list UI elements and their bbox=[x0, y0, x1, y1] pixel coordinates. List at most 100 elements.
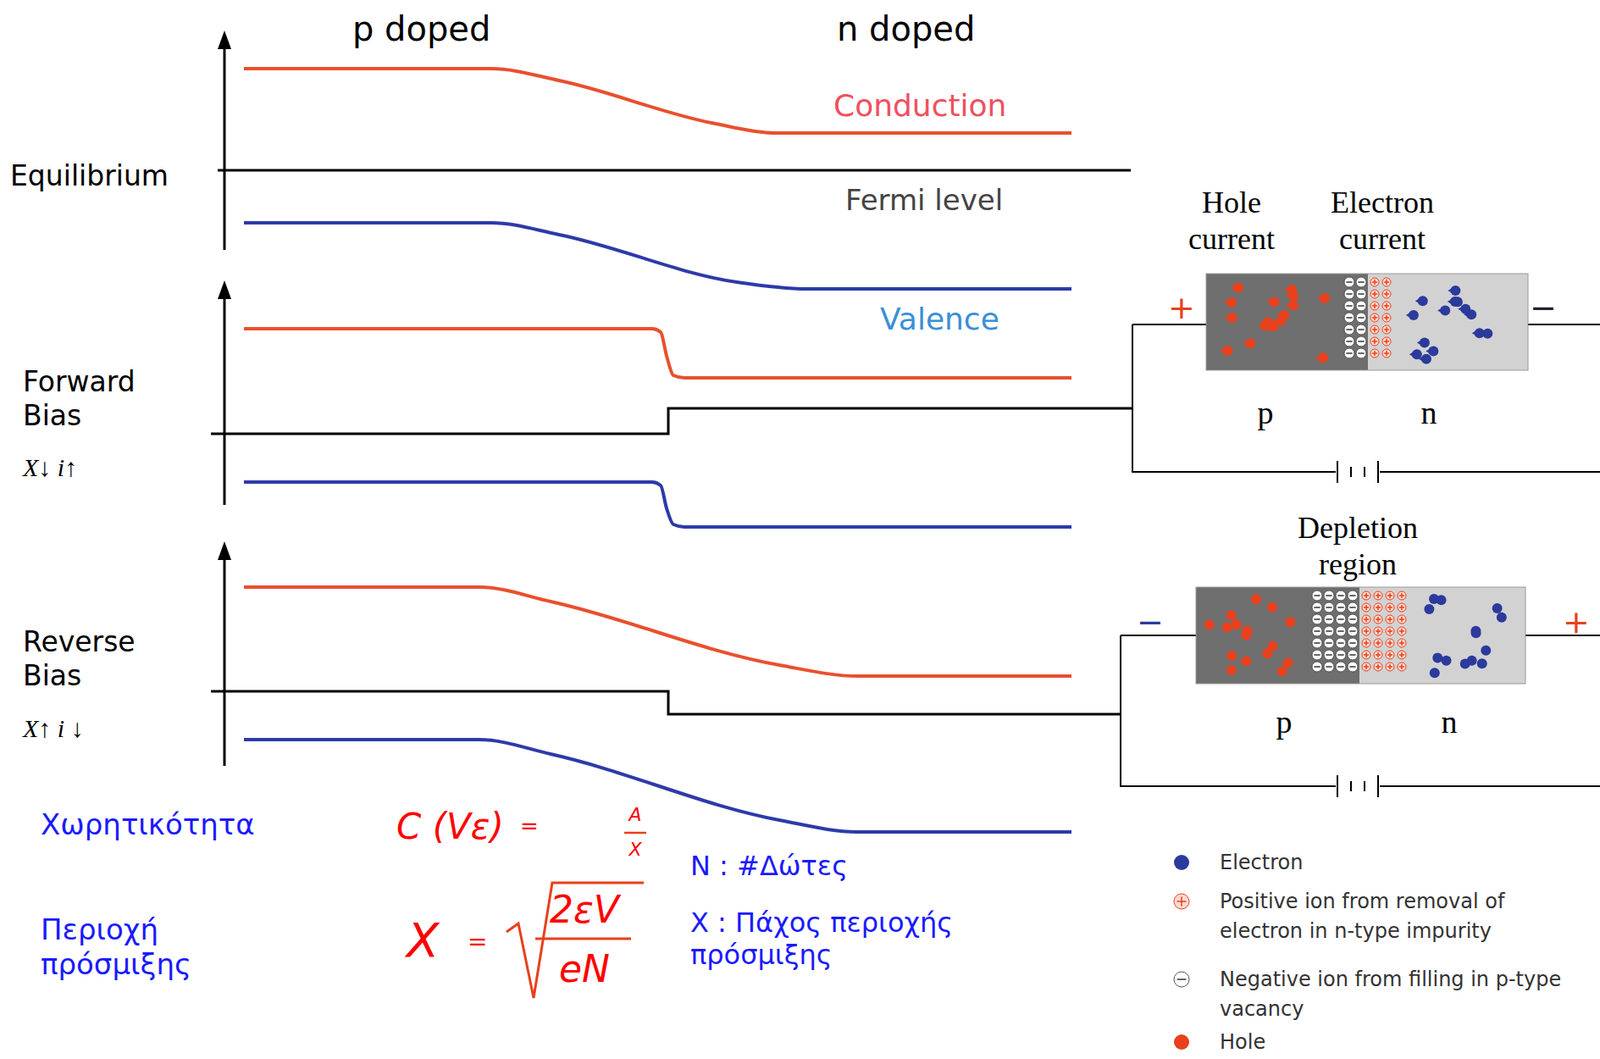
positive-ion bbox=[1397, 638, 1407, 648]
n-region bbox=[1359, 586, 1526, 684]
ion-sign bbox=[1387, 640, 1393, 646]
legend-text: Hole bbox=[1219, 1027, 1584, 1058]
legend-swatch bbox=[1173, 893, 1190, 909]
negative-ion bbox=[1356, 336, 1367, 347]
formula-term: = bbox=[467, 927, 488, 957]
ion-sign bbox=[1325, 630, 1332, 632]
polarity-sign: − bbox=[1529, 288, 1557, 328]
formula-term: X bbox=[406, 911, 439, 969]
ion-sign bbox=[1375, 628, 1381, 634]
negative-ion bbox=[1312, 649, 1323, 660]
hole-dot bbox=[1262, 647, 1273, 659]
negative-ion bbox=[1312, 590, 1323, 601]
polarity-sign: + bbox=[1562, 603, 1590, 643]
ion-sign bbox=[1357, 293, 1364, 295]
legend-swatch bbox=[1173, 971, 1190, 987]
positive-ion bbox=[1397, 662, 1407, 671]
ion-sign bbox=[1399, 592, 1405, 598]
formula-term: X bbox=[628, 838, 642, 861]
trend-note: X↑ i ↓ bbox=[22, 713, 84, 744]
ion-sign bbox=[1375, 652, 1381, 658]
electron-dot bbox=[1492, 603, 1503, 614]
ion-sign bbox=[1372, 291, 1378, 297]
positive-ion bbox=[1370, 289, 1379, 299]
ion-sign bbox=[1345, 352, 1352, 355]
hole-dot bbox=[1283, 657, 1294, 668]
positive-ion bbox=[1373, 603, 1383, 612]
symbol-note: X : Πάχος περιοχής πρόσμιξης bbox=[690, 906, 979, 972]
ion-sign bbox=[1313, 618, 1320, 621]
positive-ion bbox=[1173, 893, 1190, 909]
valence-band bbox=[243, 739, 1072, 832]
ion-sign bbox=[1384, 338, 1390, 344]
axis-arrowhead bbox=[217, 280, 232, 299]
ion-sign bbox=[1363, 616, 1369, 622]
row-label: Forward Bias bbox=[22, 365, 150, 432]
electron-dot bbox=[1471, 627, 1482, 638]
positive-ion bbox=[1361, 650, 1371, 659]
ion-sign bbox=[1337, 630, 1344, 632]
positive-ion bbox=[1382, 301, 1391, 311]
battery-plate bbox=[1363, 780, 1366, 792]
ion-sign bbox=[1372, 326, 1378, 333]
electron-dot bbox=[1441, 655, 1452, 666]
region-letter: p bbox=[1276, 703, 1293, 742]
ion-sign bbox=[1363, 664, 1369, 670]
hole-dot bbox=[1284, 616, 1296, 627]
drift-arrow bbox=[1450, 298, 1455, 305]
negative-ion bbox=[1335, 602, 1346, 613]
ion-sign bbox=[1387, 664, 1393, 670]
ion-sign bbox=[1349, 642, 1356, 644]
ion-sign bbox=[1363, 628, 1369, 634]
positive-ion bbox=[1370, 337, 1379, 346]
positive-ion bbox=[1361, 638, 1371, 648]
diode-illustration bbox=[1206, 273, 1529, 371]
p-region bbox=[1195, 586, 1360, 684]
legend-text: Positive ion from removal of electron in… bbox=[1219, 886, 1584, 947]
legend-swatch bbox=[1173, 1034, 1190, 1050]
ion-sign bbox=[1349, 653, 1356, 656]
ion-sign bbox=[1313, 606, 1320, 609]
positive-ion bbox=[1370, 348, 1379, 358]
ion-sign bbox=[1337, 665, 1344, 668]
drift-arrow bbox=[1223, 299, 1229, 305]
positive-ion bbox=[1397, 614, 1407, 624]
formula-caption: Περιοχή πρόσμιξης bbox=[40, 912, 236, 982]
negative-ion bbox=[1323, 661, 1335, 672]
ion-sign bbox=[1372, 279, 1378, 285]
square-root-sign bbox=[506, 882, 644, 998]
hole-dot bbox=[1267, 602, 1278, 613]
ion-sign bbox=[1349, 606, 1356, 609]
region-letter: n bbox=[1441, 703, 1458, 742]
region-letter: p bbox=[1257, 393, 1274, 433]
legend-swatch bbox=[1173, 854, 1190, 870]
drift-arrow bbox=[1463, 311, 1468, 317]
hole-dot bbox=[1226, 609, 1237, 621]
ion-sign bbox=[1357, 281, 1364, 283]
ion-sign bbox=[1313, 630, 1320, 632]
negative-ion bbox=[1347, 649, 1358, 660]
ion-sign bbox=[1387, 616, 1393, 622]
ion-sign bbox=[1363, 604, 1369, 610]
hole-dot bbox=[1242, 625, 1253, 637]
battery-plate bbox=[1336, 775, 1339, 798]
positive-ion bbox=[1373, 650, 1383, 659]
positive-ion bbox=[1397, 626, 1407, 636]
drift-arrow bbox=[1315, 354, 1320, 360]
ion-sign bbox=[1325, 665, 1332, 668]
ion-sign bbox=[1313, 642, 1320, 644]
negative-ion bbox=[1347, 602, 1358, 613]
negative-ion bbox=[1312, 602, 1323, 613]
positive-ion bbox=[1382, 277, 1391, 287]
conduction-band bbox=[243, 68, 1072, 133]
positive-ion bbox=[1373, 662, 1383, 671]
ion-sign bbox=[1372, 338, 1378, 344]
fraction-bar bbox=[624, 831, 647, 835]
ion-sign bbox=[1357, 352, 1364, 355]
drift-arrow bbox=[1409, 351, 1414, 357]
drift-arrow bbox=[1425, 348, 1430, 355]
ion-sign bbox=[1375, 604, 1381, 610]
negative-ion bbox=[1323, 649, 1335, 660]
band-label: Fermi level bbox=[845, 182, 1003, 218]
ion-sign bbox=[1399, 664, 1405, 670]
